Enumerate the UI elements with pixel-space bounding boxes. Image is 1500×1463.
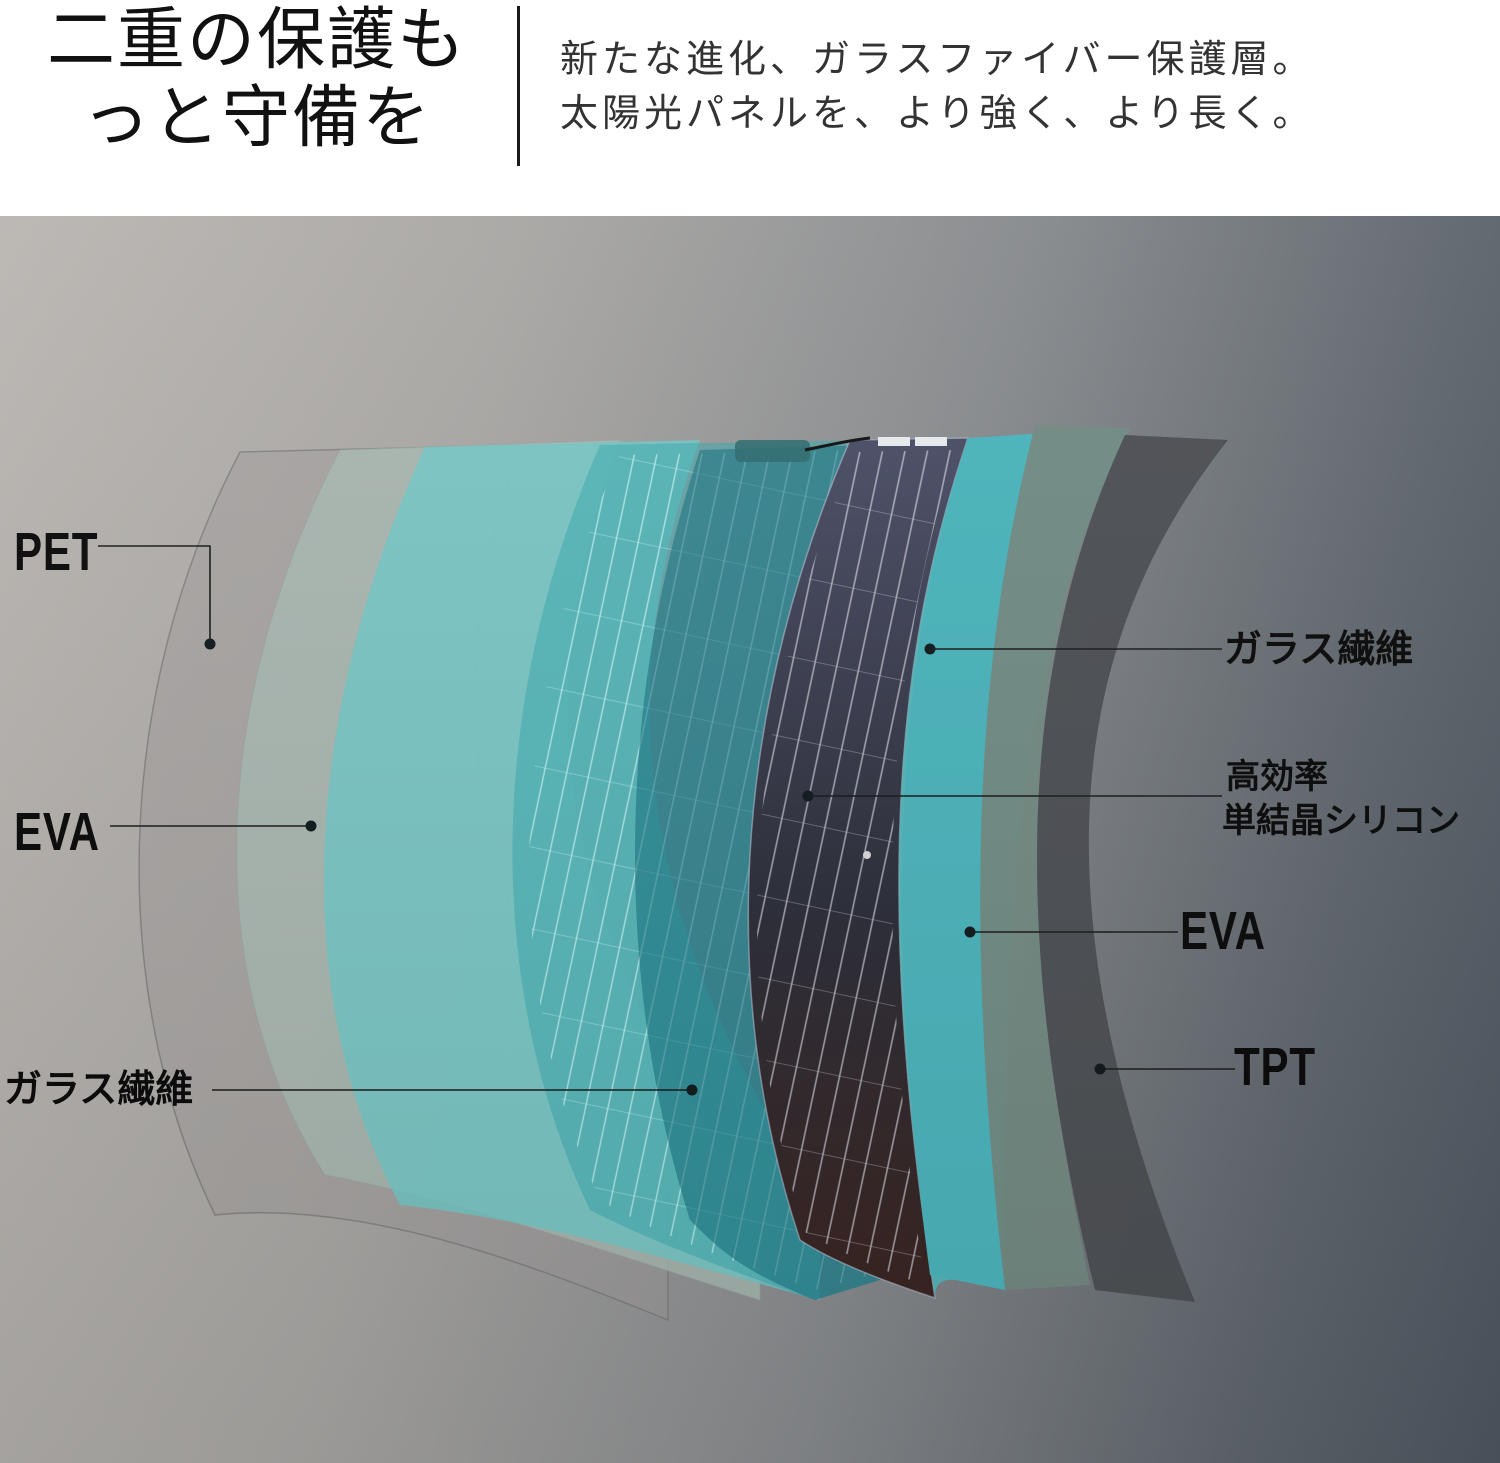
- subheadline: 新たな進化、ガラスファイバー保護層。 太陽光パネルを、より強く、より長く。: [560, 32, 1314, 140]
- tpt-layer: [1037, 435, 1228, 1302]
- label-eva-left: EVA: [14, 802, 100, 862]
- header-banner: 二重の保護も っと守備を 新たな進化、ガラスファイバー保護層。 太陽光パネルを、…: [0, 0, 1500, 216]
- label-silicon-line-1: 高効率: [1226, 757, 1328, 797]
- junction-box: [735, 440, 810, 462]
- leader-lines: [98, 545, 1235, 1091]
- headline: 二重の保護も っと守備を: [22, 2, 492, 158]
- subheadline-line-2: 太陽光パネルを、より強く、より長く。: [560, 91, 1315, 135]
- leader-dots: [204, 638, 1106, 1096]
- label-glass-fiber-left: ガラス繊維: [4, 1067, 194, 1111]
- label-pet: PET: [14, 522, 99, 582]
- layer-illustration: [98, 425, 1235, 1322]
- label-glass-fiber-right: ガラス繊維: [1224, 627, 1414, 671]
- label-eva-right: EVA: [1180, 901, 1266, 961]
- headline-line-2: っと守備を: [81, 79, 432, 158]
- label-tpt: TPT: [1234, 1037, 1316, 1097]
- subheadline-line-1: 新たな進化、ガラスファイバー保護層。: [560, 37, 1315, 81]
- vertical-divider: [517, 6, 520, 166]
- headline-line-1: 二重の保護も: [46, 1, 467, 80]
- label-silicon-line-2: 単結晶シリコン: [1222, 801, 1460, 841]
- eva-layer-right: [980, 425, 1130, 1290]
- layer-diagram: PET EVA ガラス繊維 ガラス繊維 高効率 単結晶シリコン EVA TPT: [0, 216, 1500, 1463]
